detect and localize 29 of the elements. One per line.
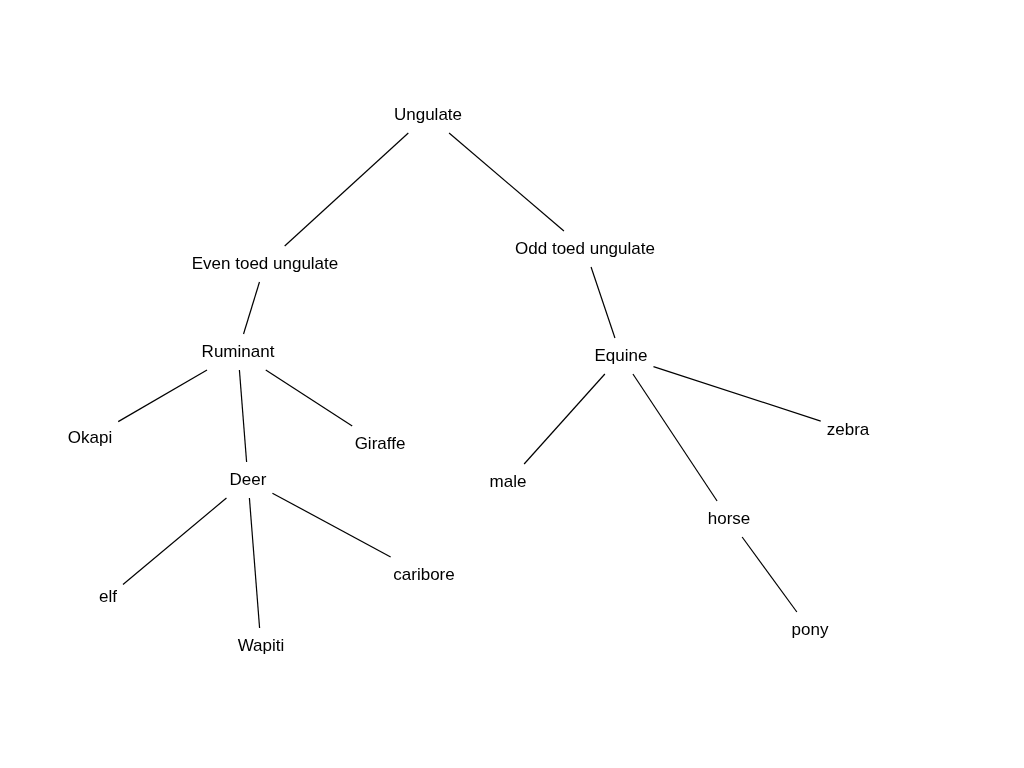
node-label: pony xyxy=(791,620,829,639)
connector-line xyxy=(652,365,822,422)
connector-line xyxy=(238,369,248,463)
connector-line xyxy=(248,497,261,629)
node-label: Ruminant xyxy=(201,342,275,361)
node-label: male xyxy=(489,472,527,491)
connector-line xyxy=(242,281,261,335)
connector-line xyxy=(117,369,208,423)
connector-line xyxy=(632,373,718,502)
node-label: Okapi xyxy=(67,428,113,447)
node-label: Odd toed ungulate xyxy=(515,239,655,258)
node-label: Equine xyxy=(594,346,648,365)
connector-line xyxy=(523,373,606,465)
node-label: Giraffe xyxy=(354,434,406,453)
connector-line xyxy=(122,497,228,586)
connector-line xyxy=(741,536,798,613)
node-label: Wapiti xyxy=(237,636,285,655)
node-label: zebra xyxy=(826,420,870,439)
node-label: horse xyxy=(707,509,751,528)
connector-line xyxy=(284,132,409,247)
connector-line xyxy=(271,492,392,558)
connector-line xyxy=(265,369,353,427)
connector-line xyxy=(448,132,565,232)
node-label: elf xyxy=(99,587,117,606)
connector-line xyxy=(590,266,616,339)
node-label: Ungulate xyxy=(393,105,463,124)
node-label: caribore xyxy=(393,565,455,584)
node-label: Deer xyxy=(229,470,267,489)
node-label: Even toed ungulate xyxy=(191,254,339,273)
